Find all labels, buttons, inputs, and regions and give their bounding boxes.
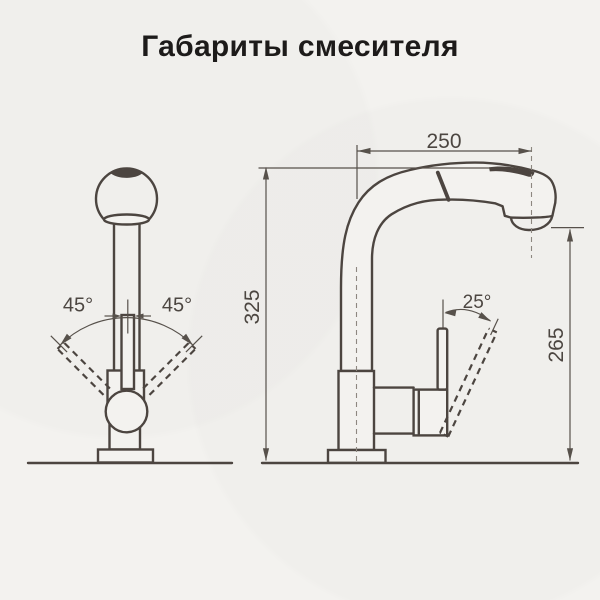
side-view (260, 147, 580, 465)
dim-label-325: 325 (241, 289, 264, 325)
angle-label-45-left: 45° (62, 294, 94, 317)
front-view (26, 167, 234, 465)
spray-head-button-side (489, 166, 535, 177)
spray-head-button-front (111, 169, 142, 178)
dim-label-265: 265 (545, 327, 568, 363)
angle-dimension-45 (50, 299, 203, 353)
angle-label-25: 25° (462, 292, 492, 313)
dimension-325 (258, 166, 490, 461)
ball-joint (104, 389, 149, 434)
page-title: Габариты смесителя (141, 30, 459, 63)
spray-head-neck (102, 213, 151, 226)
angle-dimension-25 (442, 299, 499, 336)
spout-profile (339, 161, 557, 373)
handle-tilt-ghost (439, 327, 498, 438)
base-plate-front (96, 448, 155, 464)
handle-lever-side (436, 327, 449, 391)
spray-head-front (94, 167, 159, 221)
angle-label-45-right: 45° (161, 294, 193, 317)
pullout-divider (435, 170, 451, 202)
dimension-250 (356, 145, 532, 199)
dim-label-250: 250 (426, 130, 462, 153)
dimension-265 (551, 227, 584, 461)
aerator (509, 214, 554, 232)
